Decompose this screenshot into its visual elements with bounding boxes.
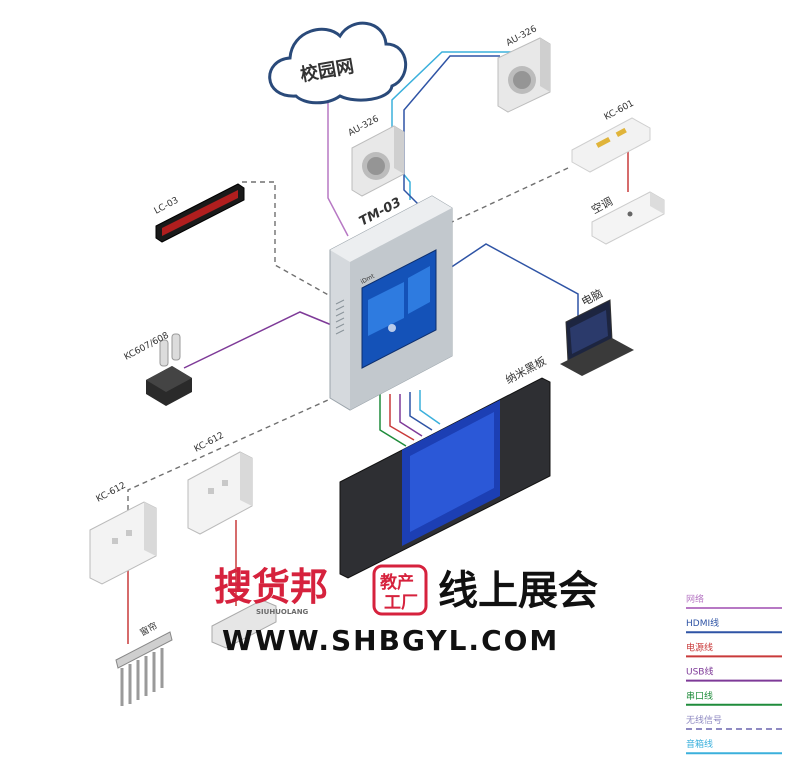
- speaker-left: AU-326: [347, 114, 405, 197]
- lc03-led-display: LC-03: [153, 183, 245, 243]
- power-line-board: [389, 394, 415, 441]
- kc612-switch-1: KC-612: [89, 481, 157, 585]
- usb-line-socket: [183, 311, 335, 369]
- watermark-slogan: 线上展会: [438, 568, 598, 614]
- usb-line-board: [399, 394, 423, 437]
- laptop-computer: 电脑: [560, 287, 634, 376]
- speaker-line-left: [403, 55, 500, 205]
- watermark-badge: [372, 564, 428, 616]
- curtain: 窗帘: [115, 620, 173, 706]
- curtain-motor-box: [211, 599, 277, 649]
- wireless-line-lc03: [242, 181, 349, 307]
- tm03-controller: iDmt TM-03: [329, 195, 453, 411]
- speaker-line-board: [419, 390, 441, 425]
- legend-label: 电源线: [686, 641, 713, 653]
- hdmi-line-board: [409, 392, 433, 431]
- socket-device: KC607/608: [123, 331, 192, 406]
- legend-label: 音箱线: [686, 738, 713, 750]
- watermark-brand-en: SIUHUOLANG: [256, 608, 309, 616]
- wireless-line-kc601: [451, 167, 569, 223]
- legend-label: 无线信号: [686, 714, 722, 726]
- network-line: [327, 92, 349, 237]
- campus-network-cloud: 校园网: [268, 21, 408, 105]
- watermark-badge-line2: 工厂: [384, 593, 418, 613]
- watermark: 搜货邦 SIUHUOLANG 教产 工厂 线上展会 WWW.SHBGYL.COM: [214, 564, 598, 657]
- speaker-right: AU-326: [497, 24, 551, 113]
- watermark-brand: 搜货邦: [214, 565, 328, 609]
- hdmi-line-computer: [449, 243, 579, 320]
- legend-label: 网络: [686, 593, 704, 605]
- nano-blackboard: 纳米黑板: [339, 354, 551, 579]
- curtain-label: 窗帘: [138, 620, 160, 639]
- watermark-url: WWW.SHBGYL.COM: [222, 624, 559, 657]
- serial-line-board: [379, 392, 407, 447]
- legend-label: USB线: [686, 666, 713, 678]
- air-conditioner: 空调: [589, 191, 665, 245]
- legend-label: HDMI线: [686, 617, 719, 629]
- lc03-label: LC-03: [153, 196, 181, 217]
- watermark-badge-line1: 教产: [379, 572, 414, 593]
- switch2-label: KC-612: [193, 431, 226, 455]
- switch1-label: KC-612: [95, 481, 128, 505]
- legend-label: 串口线: [686, 690, 713, 702]
- kc612-switch-2: KC-612: [187, 431, 253, 535]
- kc601-device: KC-601: [571, 99, 651, 173]
